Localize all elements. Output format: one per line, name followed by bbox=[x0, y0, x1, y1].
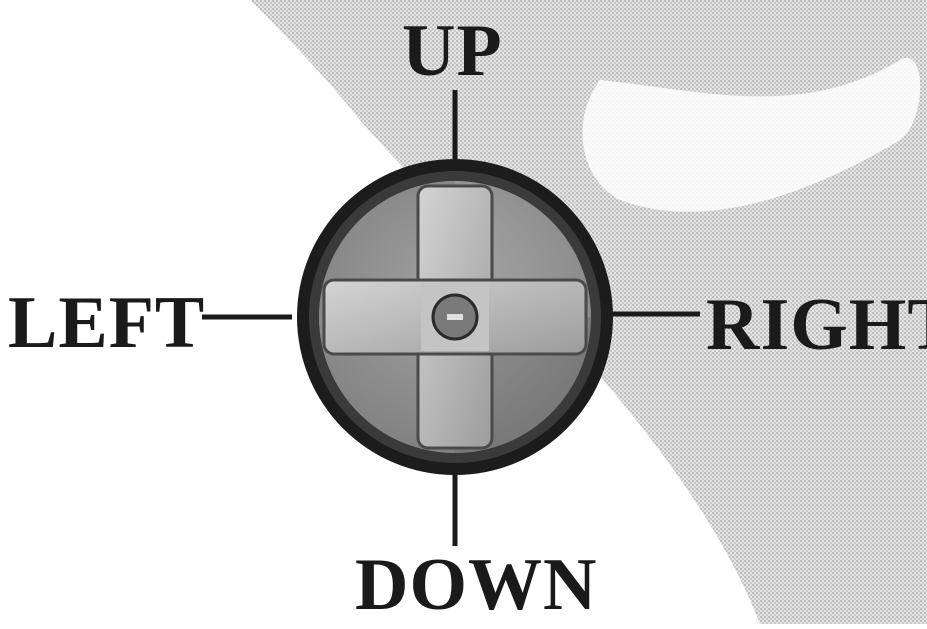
right-label: RIGHT bbox=[706, 288, 927, 362]
directional-pad-icon bbox=[297, 159, 613, 475]
up-label: UP bbox=[402, 14, 503, 88]
down-label: DOWN bbox=[355, 548, 597, 622]
left-label: LEFT bbox=[8, 286, 205, 360]
